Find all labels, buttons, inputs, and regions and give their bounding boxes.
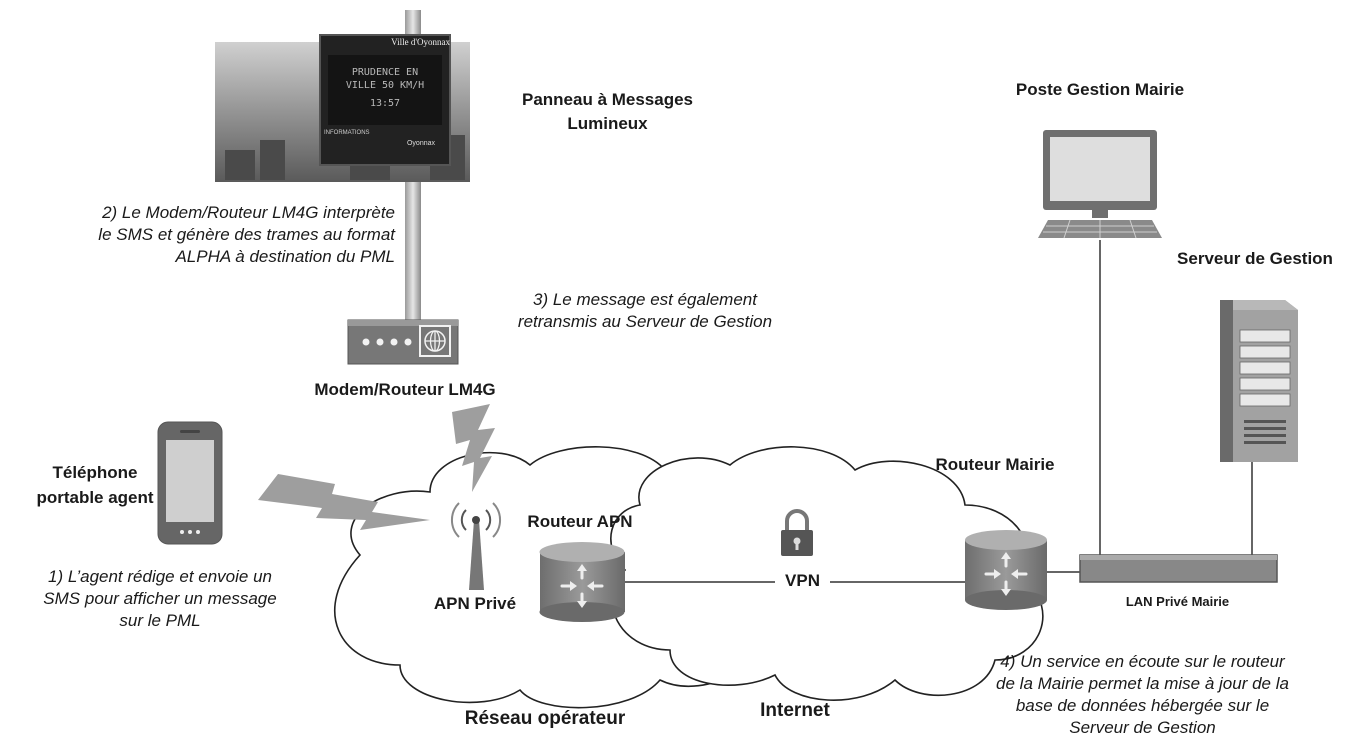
pml-label-line1: Panneau à Messages xyxy=(521,90,694,109)
phone-icon xyxy=(157,421,223,545)
padlock-icon xyxy=(781,509,813,556)
step1-note: 1) L’agent rédige et envoie un SMS pour … xyxy=(5,566,315,632)
internet-label: Internet xyxy=(760,700,830,721)
server-tower-icon xyxy=(1220,300,1298,462)
routeur-apn-icon xyxy=(539,542,625,622)
step2-line2: le SMS et génère des trames au format xyxy=(98,225,395,244)
modem-label: Modem/Routeur LM4G xyxy=(314,380,496,399)
phone-label: Téléphone portable agent xyxy=(20,460,170,510)
serveur-label: Serveur de Gestion xyxy=(1177,249,1333,268)
modem-icon xyxy=(347,319,459,365)
reseau-operateur-label: Réseau opérateur xyxy=(464,708,626,729)
pml-sign-header: Ville d'Oyonnax xyxy=(391,37,450,47)
lan-label: LAN Privé Mairie xyxy=(1125,594,1230,609)
phone-label-line1: Téléphone xyxy=(52,463,138,482)
pml-label-line2: Lumineux xyxy=(567,114,648,133)
step3-line1: 3) Le message est également xyxy=(533,290,757,309)
step1-line3: sur le PML xyxy=(119,611,201,630)
pml-sign-footer: INFORMATIONS xyxy=(324,130,370,136)
step4-line3: base de données hébergée sur le xyxy=(1015,696,1270,715)
step4-line2: de la Mairie permet la mise à jour de la xyxy=(996,674,1289,693)
apn-antenna-icon xyxy=(450,502,502,590)
apn-label: APN Privé xyxy=(433,594,517,613)
routeur-apn-label: Routeur APN xyxy=(527,512,633,531)
step4-line1: 4) Un service en écoute sur le routeur xyxy=(1000,652,1285,671)
lightning-modem-apn-icon xyxy=(452,404,495,492)
step4-line4: Serveur de Gestion xyxy=(1069,718,1216,737)
step2-line3: ALPHA à destination du PML xyxy=(175,247,395,266)
pml-panel-icon xyxy=(215,10,470,330)
workstation-icon xyxy=(1038,130,1162,239)
routeur-mairie-icon xyxy=(965,530,1047,610)
pml-sign-brand: Oyonnax xyxy=(406,140,436,147)
poste-label: Poste Gestion Mairie xyxy=(1015,80,1185,99)
step3-line2: retransmis au Serveur de Gestion xyxy=(517,312,773,331)
vpn-label: VPN xyxy=(775,571,830,591)
lan-switch-icon xyxy=(1079,554,1278,583)
step2-line1: 2) Le Modem/Routeur LM4G interprète xyxy=(102,203,395,222)
lightning-phone-apn-icon xyxy=(258,474,430,530)
phone-label-line2: portable agent xyxy=(36,488,154,507)
step1-line2: SMS pour afficher un message xyxy=(43,589,277,608)
routeur-mairie-label: Routeur Mairie xyxy=(935,455,1055,474)
step3-note: 3) Le message est également retransmis a… xyxy=(470,289,820,333)
pml-label: Panneau à Messages Lumineux xyxy=(480,88,735,136)
step1-line1: 1) L’agent rédige et envoie un xyxy=(47,567,272,586)
step4-note: 4) Un service en écoute sur le routeur d… xyxy=(955,651,1330,739)
pml-sign-time: 13:57 xyxy=(369,98,401,109)
pml-sign-line1: PRUDENCE EN xyxy=(351,67,419,78)
pml-sign-line2: VILLE 50 KM/H xyxy=(345,80,425,91)
step2-note: 2) Le Modem/Routeur LM4G interprète le S… xyxy=(10,202,395,268)
